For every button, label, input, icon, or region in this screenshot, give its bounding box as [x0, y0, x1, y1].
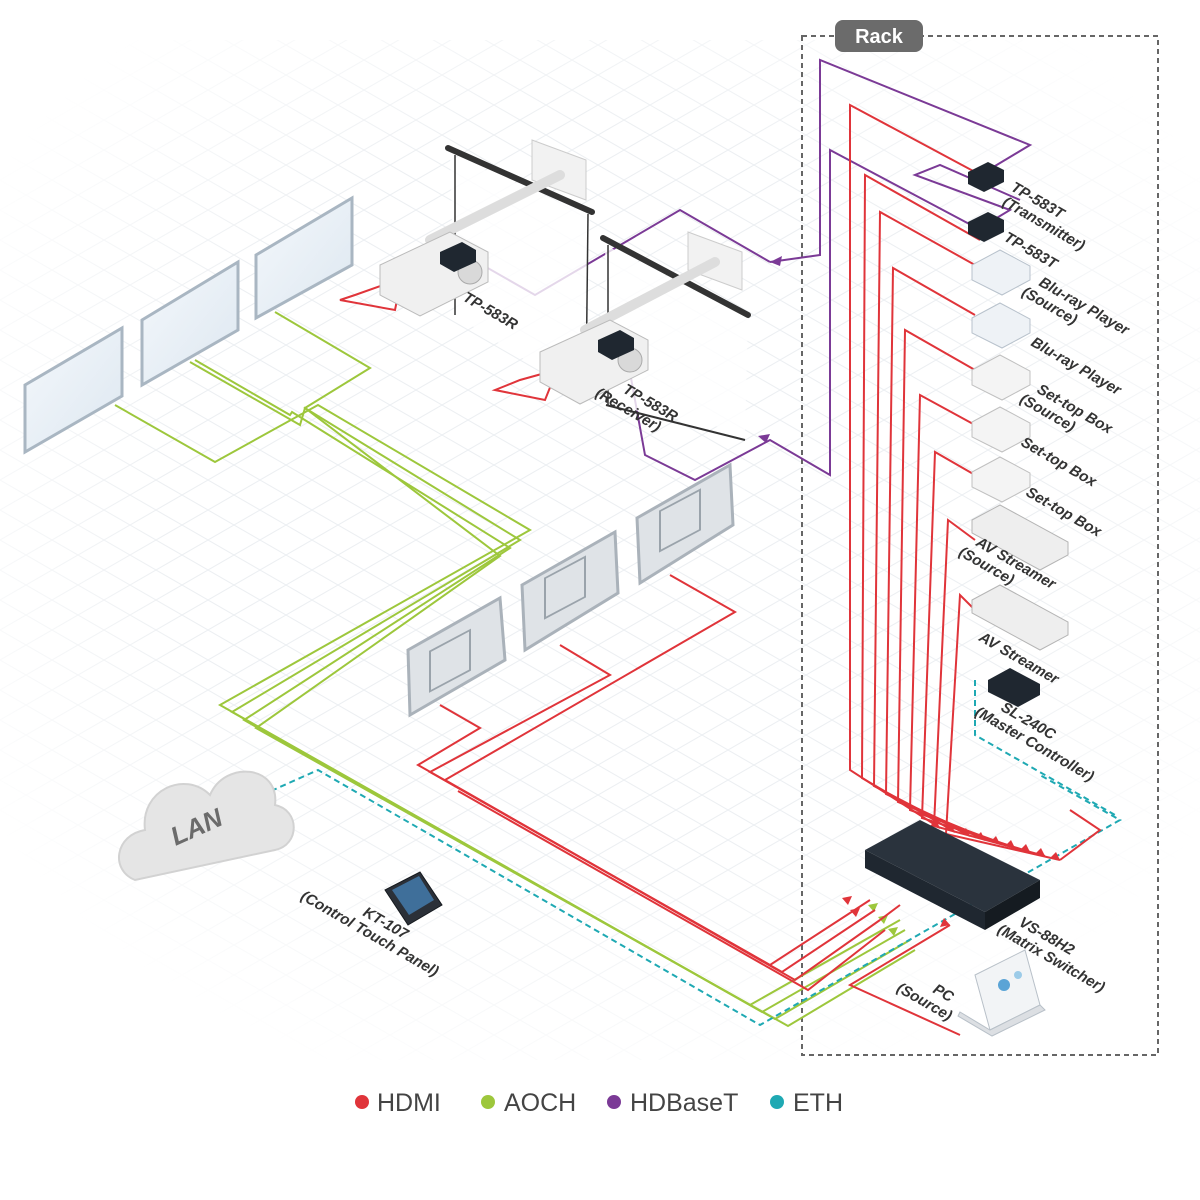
eth-cable-sl240c [974, 680, 1116, 816]
hdmi-output-arrows [842, 896, 860, 917]
kt107-device [384, 871, 443, 926]
rack-tag [835, 20, 923, 52]
projector-1 [379, 231, 489, 317]
legend-item-eth: ETH [770, 1089, 843, 1117]
hdmi-output-stub [879, 904, 901, 921]
hdmi-cable-return [1059, 809, 1102, 861]
projector-mount-1 [425, 170, 565, 245]
tp583r-2-box [598, 330, 634, 360]
aoch-cable-4 [254, 311, 916, 1028]
rack-border [801, 35, 1159, 1056]
settop-source-device [971, 354, 1031, 401]
tp583t-device [968, 212, 1004, 242]
hdbaset-arrows [758, 256, 782, 443]
legend-swatch-hdmi [355, 1095, 369, 1109]
hdbaset-cable-rx2 [624, 148, 991, 482]
rack-devices [865, 162, 1069, 1037]
tv-2 [520, 529, 620, 653]
hdmi-output-aux [457, 790, 886, 992]
hdmi-cables [849, 103, 1102, 861]
hdmi-output-tv3 [442, 574, 881, 982]
hdmi-cable-avstream-src [932, 518, 1046, 857]
legend-item-hdbaset: HDBaseT [607, 1089, 738, 1117]
settop-2-device [971, 456, 1031, 503]
legend-swatch-aoch [481, 1095, 495, 1109]
hdmi-cable-settop-src [896, 328, 1001, 845]
tv-displays [406, 462, 735, 718]
hdmi-output-tv2 [427, 644, 876, 974]
hdbaset-cable-tx-in [769, 58, 1033, 263]
tv-1 [406, 595, 507, 718]
avstreamer-device [971, 584, 1069, 651]
screen-surface-2 [605, 245, 748, 432]
wall-monitor-1 [23, 325, 124, 455]
aoch-arrows [868, 903, 898, 936]
tp583t-transmitter-device [968, 162, 1004, 192]
hdmi-cable-settop-1 [908, 393, 1016, 849]
legend-swatch-hdbaset [607, 1095, 621, 1109]
rack-label: Rack [855, 26, 904, 48]
eth-cables [261, 680, 1123, 1027]
vs88h2-device [865, 820, 1040, 930]
projection-setup-1 [379, 139, 595, 395]
legend-label-aoch: AOCH [504, 1089, 576, 1117]
legend-label-hdbaset: HDBaseT [630, 1089, 738, 1117]
hdmi-pc-arrow [940, 918, 950, 927]
hdbaset-cable-tx2 [912, 163, 1021, 229]
bluray-source-device [971, 249, 1031, 296]
aoch-cables [114, 311, 916, 1028]
legend-swatch-eth [770, 1095, 784, 1109]
wall-monitor-3 [254, 195, 354, 321]
projector-2 [539, 319, 649, 405]
projection-setup-2 [539, 231, 751, 441]
cloud-icon [118, 770, 295, 882]
lan-cloud: LAN [118, 770, 295, 882]
hdmi-pc-cable [847, 924, 961, 1036]
legend-item-hdmi: HDMI [355, 1089, 441, 1117]
bluray-device [971, 302, 1031, 349]
eth-cable-lan [261, 768, 1123, 1027]
hdmi-cable-avstream [944, 592, 1061, 861]
legend-label-eth: ETH [793, 1089, 843, 1117]
projector-mount-2 [580, 257, 720, 335]
sl240c-device [988, 668, 1040, 707]
hdmi-cable-settop-2 [920, 450, 1031, 853]
hdmi-cable-pc [847, 924, 961, 1036]
hdmi-output-tv1 [416, 704, 871, 967]
wall-monitor-2 [140, 259, 240, 388]
avstreamer-source-device [971, 504, 1069, 571]
hdmi-switcher-arrows [930, 820, 1060, 860]
legend-item-aoch: AOCH [481, 1089, 576, 1117]
rack-area: Rack [801, 20, 1159, 1056]
screen-roller-1 [445, 145, 595, 215]
wall-monitors [23, 195, 354, 455]
screen-roller-2 [600, 235, 751, 318]
hdmi-output-cables [416, 574, 901, 992]
pc-laptop [957, 949, 1046, 1037]
settop-1-device [971, 406, 1031, 453]
tv-3 [635, 462, 735, 586]
legend: HDMI AOCH HDBaseT ETH [355, 1089, 843, 1117]
tp583r-1-box [440, 242, 476, 272]
legend-label-hdmi: HDMI [377, 1089, 441, 1117]
